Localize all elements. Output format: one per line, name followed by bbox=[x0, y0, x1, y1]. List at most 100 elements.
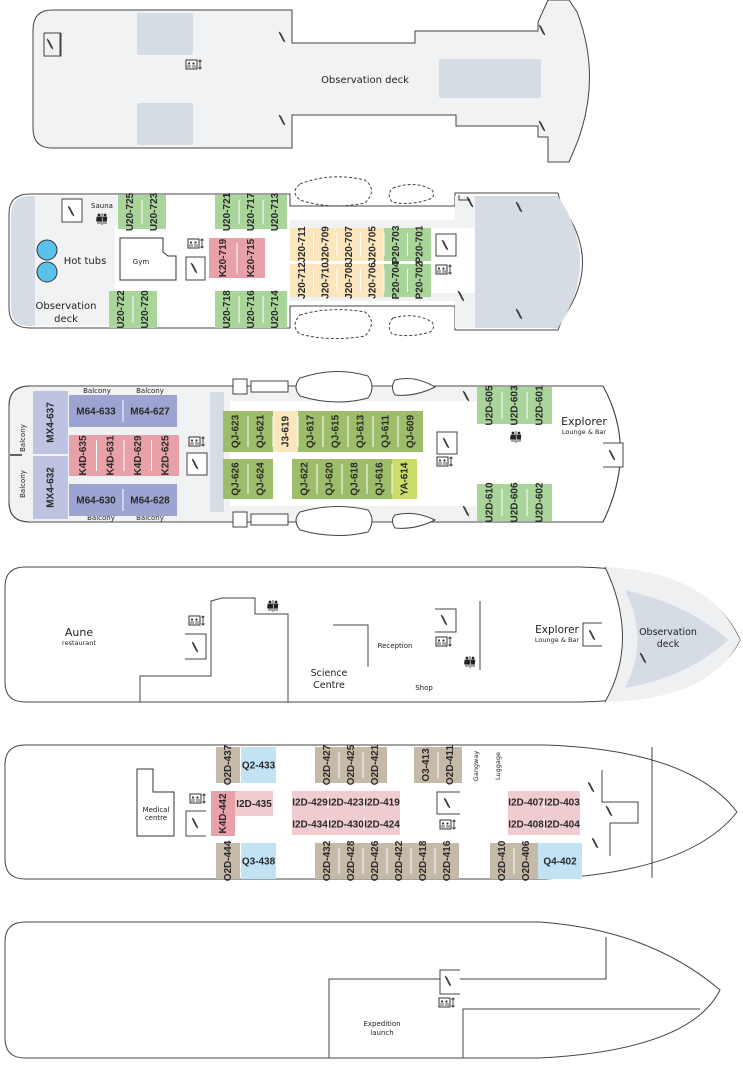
cabin-qj-626[interactable] bbox=[223, 459, 248, 499]
cabin-k2d-625[interactable] bbox=[151, 435, 180, 476]
cabin-u20-721[interactable] bbox=[215, 195, 239, 229]
cabin-i2d-430[interactable] bbox=[328, 813, 364, 835]
cabin-o2d-421[interactable] bbox=[363, 747, 387, 783]
cabin-u2d-602[interactable] bbox=[527, 484, 552, 521]
cabin-label: M64-630 bbox=[76, 496, 116, 507]
cabin-o2d-410[interactable] bbox=[490, 843, 514, 879]
cabin-q3-438[interactable] bbox=[241, 843, 276, 879]
cabin-qj-624[interactable] bbox=[248, 459, 273, 499]
cabin-k20-715[interactable] bbox=[237, 238, 265, 278]
cabin-o2d-411[interactable] bbox=[438, 747, 462, 783]
cabin-m64-630[interactable] bbox=[69, 484, 123, 516]
cabin-j20-706[interactable] bbox=[360, 264, 385, 297]
stairwell-box bbox=[435, 233, 457, 257]
cabin-o2d-425[interactable] bbox=[339, 747, 363, 783]
cabin-qj-617[interactable] bbox=[298, 411, 323, 452]
cabin-k4d-629[interactable] bbox=[124, 435, 152, 476]
cabin-i2d-403[interactable] bbox=[544, 791, 580, 813]
cabin-j20-708[interactable] bbox=[337, 264, 361, 297]
cabin-label: O2D-426 bbox=[370, 840, 381, 881]
cabin-label: U20-713 bbox=[270, 192, 281, 231]
cabin-i2d-435[interactable] bbox=[235, 791, 273, 816]
cabin-u20-725[interactable] bbox=[118, 195, 142, 229]
cabin-o2d-437[interactable] bbox=[216, 747, 240, 783]
cabin-ya-614[interactable] bbox=[392, 459, 417, 499]
cabin-q4-402[interactable] bbox=[538, 843, 582, 879]
cabin-o2d-428[interactable] bbox=[339, 843, 363, 879]
cabin-qj-623[interactable] bbox=[223, 411, 248, 452]
cabin-qj-615[interactable] bbox=[323, 411, 348, 452]
cabin-i2d-408[interactable] bbox=[508, 813, 544, 835]
cabin-i2d-424[interactable] bbox=[364, 813, 400, 835]
cabin-qj-613[interactable] bbox=[348, 411, 373, 452]
cabin-u20-717[interactable] bbox=[239, 195, 263, 229]
cabin-u2d-606[interactable] bbox=[502, 484, 527, 521]
deck-9-shade-1 bbox=[137, 13, 193, 55]
cabin-j20-712[interactable] bbox=[290, 264, 314, 297]
cabin-qj-609[interactable] bbox=[398, 411, 423, 452]
cabin-o2d-432[interactable] bbox=[315, 843, 339, 879]
cabin-u2d-603[interactable] bbox=[502, 387, 527, 424]
cabin-u20-718[interactable] bbox=[215, 291, 239, 328]
cabin-i2d-423[interactable] bbox=[328, 791, 364, 813]
cabin-j20-709[interactable] bbox=[313, 228, 338, 261]
cabin-o2d-427[interactable] bbox=[315, 747, 339, 783]
cabin-o3-413[interactable] bbox=[414, 747, 438, 783]
cabin-o2d-426[interactable] bbox=[363, 843, 387, 879]
cabin-mx4-637[interactable] bbox=[33, 391, 68, 454]
wall bbox=[328, 937, 607, 1058]
cabin-m64-627[interactable] bbox=[123, 395, 177, 427]
cabin-u20-720[interactable] bbox=[133, 291, 157, 328]
cabin-qj-622[interactable] bbox=[292, 459, 317, 499]
cabin-u2d-605[interactable] bbox=[477, 387, 502, 424]
cabin-m64-633[interactable] bbox=[69, 395, 123, 427]
cabin-u20-722[interactable] bbox=[109, 291, 133, 328]
cabin-label: QJ-623 bbox=[231, 414, 242, 448]
cabin-i2d-419[interactable] bbox=[364, 791, 400, 813]
cabin-label: U20-716 bbox=[246, 290, 257, 329]
cabin-k20-719[interactable] bbox=[209, 238, 237, 278]
cabin-j20-710[interactable] bbox=[313, 264, 338, 297]
cabin-p20-704[interactable] bbox=[384, 264, 408, 297]
cabin-qj-621[interactable] bbox=[248, 411, 273, 452]
cabin-o2d-418[interactable] bbox=[411, 843, 435, 879]
cabin-label: O3-413 bbox=[421, 748, 432, 782]
cabin-label: U20-725 bbox=[125, 192, 136, 231]
observation-deck-label: Observation bbox=[639, 627, 697, 638]
cabin-u2d-601[interactable] bbox=[527, 387, 552, 424]
cabin-u20-714[interactable] bbox=[263, 291, 287, 328]
cabin-label: U2D-602 bbox=[535, 482, 546, 522]
cabin-q2-433[interactable] bbox=[241, 747, 276, 783]
cabin-i2d-407[interactable] bbox=[508, 791, 544, 813]
cabin-j3-619[interactable] bbox=[273, 411, 298, 452]
cabin-i2d-434[interactable] bbox=[292, 813, 328, 835]
stairwell-box bbox=[439, 969, 460, 995]
cabin-k4d-442[interactable] bbox=[211, 791, 235, 836]
cabin-p20-703[interactable] bbox=[384, 228, 408, 261]
cabin-o2d-422[interactable] bbox=[387, 843, 411, 879]
cabin-qj-620[interactable] bbox=[317, 459, 342, 499]
cabin-p20-702[interactable] bbox=[407, 264, 432, 297]
cabin-j20-707[interactable] bbox=[337, 228, 361, 261]
cabin-m64-628[interactable] bbox=[123, 484, 177, 516]
cabin-u20-723[interactable] bbox=[142, 195, 166, 229]
cabin-mx4-632[interactable] bbox=[33, 456, 68, 519]
cabin-label: U2D-603 bbox=[510, 385, 521, 425]
cabin-i2d-429[interactable] bbox=[292, 791, 328, 813]
cabin-u20-716[interactable] bbox=[239, 291, 263, 328]
cabin-j20-705[interactable] bbox=[360, 228, 385, 261]
cabin-u20-713[interactable] bbox=[263, 195, 287, 229]
cabin-qj-618[interactable] bbox=[342, 459, 367, 499]
cabin-k4d-635[interactable] bbox=[69, 435, 97, 476]
cabin-qj-616[interactable] bbox=[367, 459, 392, 499]
cabin-p20-701[interactable] bbox=[407, 228, 432, 261]
cabin-u2d-610[interactable] bbox=[477, 484, 502, 521]
cabin-o2d-444[interactable] bbox=[216, 843, 240, 879]
cabin-k4d-631[interactable] bbox=[96, 435, 125, 476]
cabin-o2d-416[interactable] bbox=[435, 843, 459, 879]
cabin-i2d-404[interactable] bbox=[544, 813, 580, 835]
cabin-o2d-406[interactable] bbox=[514, 843, 538, 879]
cabin-j20-711[interactable] bbox=[290, 228, 314, 261]
cabin-qj-611[interactable] bbox=[373, 411, 398, 452]
